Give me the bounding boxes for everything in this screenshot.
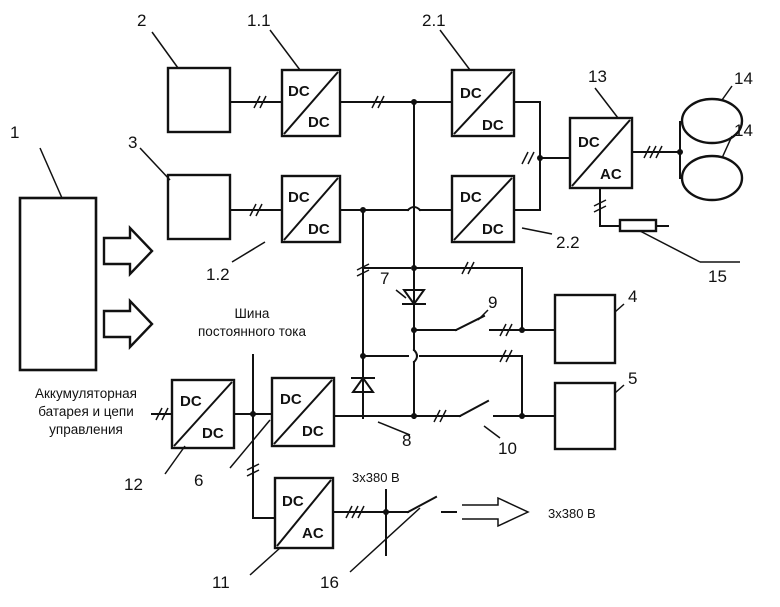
converter-12-input: DC: [180, 393, 202, 410]
motor-14-top: [682, 99, 742, 143]
battery-arrow-upper: [104, 228, 152, 274]
converter-1-2: DC DC: [282, 176, 340, 242]
block-4: [555, 295, 615, 363]
label-3: 3: [128, 133, 137, 152]
battery-caption-line2: батарея и цепи: [38, 404, 133, 419]
converter-12: DC DC: [172, 380, 234, 448]
bus-caption-line2: постоянного тока: [198, 324, 306, 339]
label-15: 15: [708, 267, 727, 286]
converter-2-2-output: DC: [482, 221, 504, 238]
label-6: 6: [194, 471, 203, 490]
label-12: 12: [124, 475, 143, 494]
block-5: [555, 383, 615, 449]
label-4: 4: [628, 287, 637, 306]
label-2-2: 2.2: [556, 233, 580, 252]
label-14b: 14: [734, 121, 753, 140]
battery-caption-line1: Аккумуляторная: [35, 386, 137, 401]
number-labels: 1 2 3 4 5 6 7 8 9 10 11 12 13 14 14 15 1…: [10, 11, 753, 592]
label-14a: 14: [734, 69, 753, 88]
label-9: 9: [488, 293, 497, 312]
inverter-11-output: AC: [302, 525, 324, 542]
block-2: [168, 68, 230, 132]
converter-12-output: DC: [202, 425, 224, 442]
label-11: 11: [212, 573, 230, 592]
inverter-11-input: DC: [282, 493, 304, 510]
label-13: 13: [588, 67, 607, 86]
inverter-13: DC AC: [570, 118, 632, 188]
converter-2-1: DC DC: [452, 70, 514, 136]
converter-6-input: DC: [280, 391, 302, 408]
label-8: 8: [402, 431, 411, 450]
motor-14-bottom: [682, 156, 742, 200]
converter-1-1-output: DC: [308, 114, 330, 131]
resistor-15: [620, 220, 656, 231]
voltage-label-output: 3х380 В: [548, 506, 596, 521]
label-2: 2: [137, 11, 146, 30]
converter-6: DC DC: [272, 378, 334, 446]
battery-block-1: [20, 198, 96, 370]
label-5: 5: [628, 369, 637, 388]
converter-6-output: DC: [302, 423, 324, 440]
voltage-label-top: 3х380 В: [352, 470, 400, 485]
label-1-2: 1.2: [206, 265, 230, 284]
block-3: [168, 175, 230, 239]
converter-2-1-input: DC: [460, 85, 482, 102]
battery-caption-line3: управления: [49, 422, 123, 437]
label-2-1: 2.1: [422, 11, 446, 30]
inverter-11: DC AC: [275, 478, 333, 548]
bus-caption-line1: Шина: [235, 306, 270, 321]
converter-2-1-output: DC: [482, 117, 504, 134]
output-arrow: [462, 498, 528, 526]
converter-1-1-input: DC: [288, 83, 310, 100]
inverter-13-input: DC: [578, 134, 600, 151]
label-16: 16: [320, 573, 339, 592]
converter-1-2-input: DC: [288, 189, 310, 206]
label-1: 1: [10, 123, 19, 142]
battery-arrow-lower: [104, 301, 152, 347]
converter-2-2-input: DC: [460, 189, 482, 206]
inverter-13-output: AC: [600, 166, 622, 183]
converter-1-2-output: DC: [308, 221, 330, 238]
converter-2-2: DC DC: [452, 176, 514, 242]
label-7: 7: [380, 269, 389, 288]
label-1-1: 1.1: [247, 11, 271, 30]
converter-1-1: DC DC: [282, 70, 340, 136]
label-10: 10: [498, 439, 517, 458]
